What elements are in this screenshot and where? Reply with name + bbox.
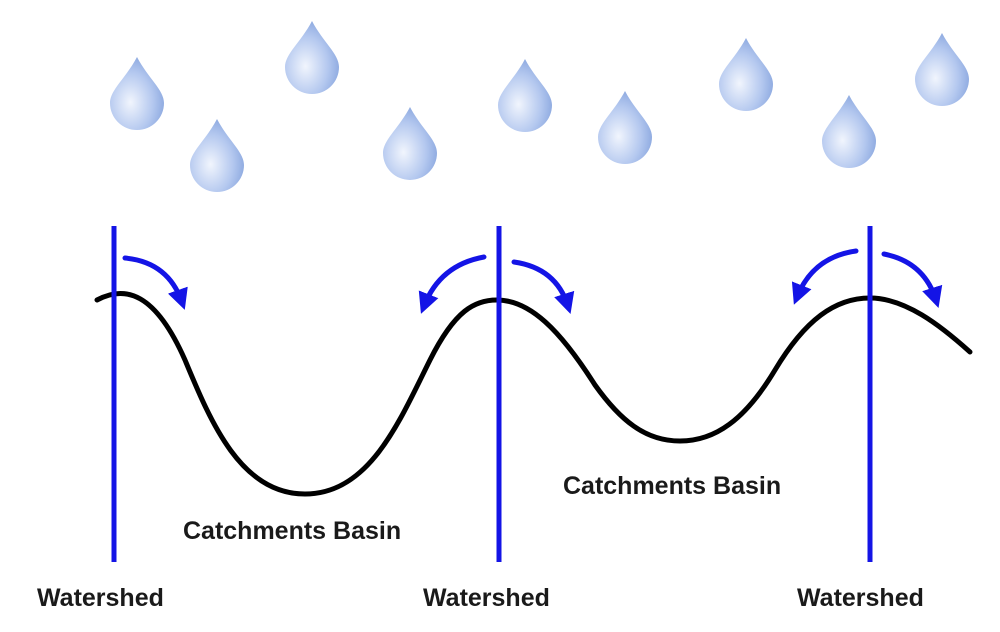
flow-arrow-left-down-right — [122, 255, 188, 310]
flow-arrow-right-down-right — [881, 251, 943, 309]
flow-arrows — [122, 248, 943, 315]
raindrop-icon — [285, 21, 339, 94]
flow-arrow-middle-down-left — [418, 254, 487, 314]
flow-arrow-right-down-left — [791, 248, 859, 305]
terrain-curve — [94, 290, 973, 497]
raindrop-icon — [822, 95, 876, 168]
raindrop-icon — [598, 91, 652, 164]
watershed-label-right: Watershed — [797, 584, 924, 612]
raindrop-icon — [190, 119, 244, 192]
catchment-basin-label-left: Catchments Basin — [183, 517, 402, 545]
watershed-label-middle: Watershed — [423, 584, 550, 612]
raindrop-icon — [498, 59, 552, 132]
catchment-basin-label-right: Catchments Basin — [563, 472, 782, 500]
raindrops — [110, 21, 969, 192]
raindrop-icon — [110, 57, 164, 130]
raindrop-icon — [383, 107, 437, 180]
raindrop-icon — [719, 38, 773, 111]
watershed-label-left: Watershed — [37, 584, 164, 612]
flow-arrow-middle-down-right — [511, 259, 575, 315]
raindrop-icon — [915, 33, 969, 106]
watershed-lines — [111, 226, 873, 562]
